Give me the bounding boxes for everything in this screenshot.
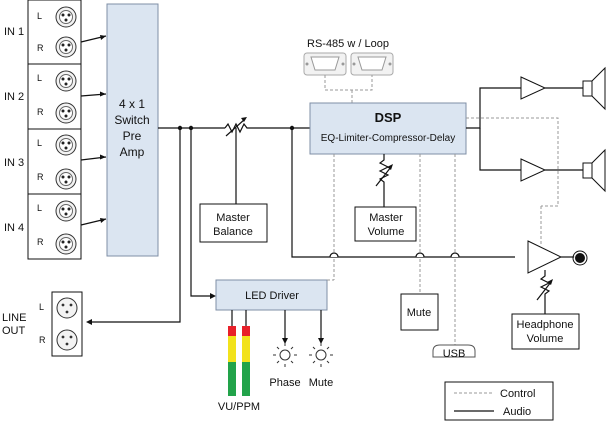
indicator-lights: Phase Mute: [269, 310, 333, 389]
master-volume-line-2: Volume: [368, 226, 405, 238]
xlr-input-jacks: [55, 6, 77, 255]
headphone-jack-icon: [574, 252, 586, 264]
master-balance-line-1: Master: [216, 212, 250, 224]
led-driver-label: LED Driver: [245, 290, 299, 302]
input-3-right-label: R: [37, 172, 44, 182]
input-1-left-label: L: [37, 11, 42, 21]
headphone-amp-triangle: [527, 240, 563, 274]
speaker-2-icon: [582, 148, 606, 193]
xlr-jack-icon: [55, 70, 77, 92]
xlr-jack-icon: [55, 168, 77, 190]
xlr-jack-icon: [55, 233, 77, 255]
speaker-1-icon: [582, 66, 606, 111]
mute-box: Mute: [400, 293, 439, 331]
usb-port-icon: [432, 344, 476, 358]
vu-meter-right: [242, 326, 250, 396]
led-driver-block: LED Driver: [215, 279, 334, 311]
headphone-amp-group: Headphone Volume: [511, 240, 588, 350]
vu-meter-left: [228, 326, 236, 396]
mute-light-icon: [309, 343, 333, 367]
master-balance-block: Master Balance: [199, 203, 268, 243]
rs485-port-1-icon: [303, 52, 347, 76]
input-2-label: IN 2: [4, 91, 24, 103]
input-1-right-label: R: [37, 43, 44, 53]
rs485-port-2-icon: [350, 52, 394, 76]
vu-meters: VU/PPM: [218, 310, 260, 413]
headphone-volume-line-2: Volume: [527, 333, 564, 345]
wire-crossings: [329, 252, 460, 258]
control-lines: [333, 117, 559, 345]
main-audio-bus: [86, 117, 515, 325]
line-out-label-1: LINE: [2, 312, 26, 324]
xlr-jack-icon: [55, 102, 77, 124]
dsp-block: DSP EQ-Limiter-Compressor-Delay: [309, 102, 467, 155]
input-1-label: IN 1: [4, 26, 24, 38]
mute-box-label: Mute: [407, 307, 431, 319]
xlr-jack-icon: [55, 134, 77, 156]
line-out-group: LINE OUT L R: [2, 291, 83, 357]
input-4-left-label: L: [37, 203, 42, 213]
switch-line-1: 4 x 1: [119, 97, 145, 111]
xlr-jack-icon: [55, 200, 77, 222]
xlr-jack-icon: [55, 6, 77, 28]
switch-line-2: Switch: [114, 113, 149, 127]
master-volume-line-1: Master: [369, 212, 403, 224]
line-out-right-jack-icon: [56, 329, 78, 351]
phase-label: Phase: [269, 377, 300, 389]
amp-1-triangle: [520, 76, 547, 100]
legend: Control Audio: [444, 381, 554, 421]
phase-light-icon: [273, 343, 297, 367]
line-out-left-label: L: [39, 302, 44, 312]
dsp-title: DSP: [375, 110, 402, 125]
vu-label: VU/PPM: [218, 401, 260, 413]
master-balance-line-2: Balance: [213, 226, 253, 238]
dsp-subtitle: EQ-Limiter-Compressor-Delay: [321, 133, 455, 144]
mute-indicator-label: Mute: [309, 377, 333, 389]
switch-preamp-block: 4 x 1 Switch Pre Amp: [106, 3, 159, 257]
legend-audio-label: Audio: [503, 406, 531, 418]
usb-port: USB: [432, 344, 476, 360]
speaker-outputs: [466, 66, 606, 193]
line-out-left-jack-icon: [56, 297, 78, 319]
amp-2-triangle: [520, 158, 547, 182]
usb-label: USB: [443, 348, 466, 360]
line-out-label-2: OUT: [2, 325, 26, 337]
headphone-volume-line-1: Headphone: [517, 319, 574, 331]
input-2-right-label: R: [37, 107, 44, 117]
legend-control-label: Control: [500, 388, 535, 400]
xlr-jack-icon: [55, 36, 77, 58]
master-volume-group: Master Volume: [354, 154, 417, 242]
rs485-group: RS-485 w / Loop: [303, 38, 394, 103]
rs485-label: RS-485 w / Loop: [307, 38, 389, 50]
input-wires: [80, 35, 107, 226]
input-3-label: IN 3: [4, 157, 24, 169]
input-3-left-label: L: [37, 138, 42, 148]
switch-line-4: Amp: [120, 145, 145, 159]
input-2-left-label: L: [37, 73, 42, 83]
input-4-label: IN 4: [4, 222, 24, 234]
input-4-right-label: R: [37, 237, 44, 247]
switch-line-3: Pre: [123, 129, 142, 143]
line-out-right-label: R: [39, 335, 46, 345]
